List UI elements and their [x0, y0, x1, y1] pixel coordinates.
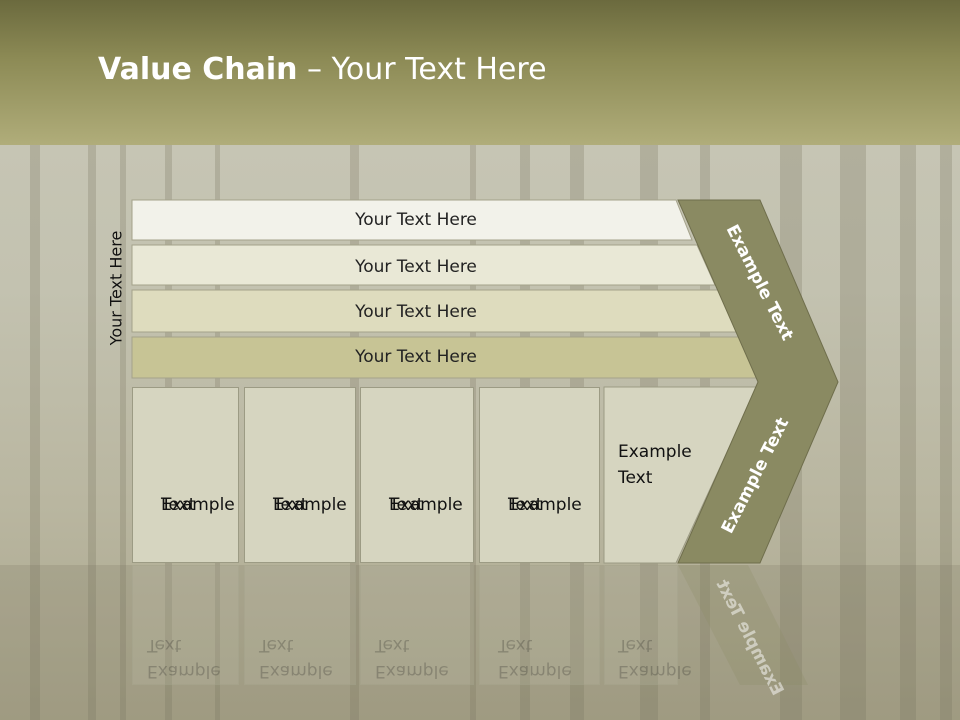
- bar-4-label: Your Text Here: [354, 347, 477, 367]
- bar-1-label: Your Text Here: [354, 210, 477, 230]
- chevron-reflection: [678, 565, 808, 685]
- column-5-box[interactable]: [603, 386, 758, 564]
- title-bold: Value Chain: [98, 52, 298, 87]
- bar-2-label: Your Text Here: [354, 257, 477, 277]
- chevron-arrow[interactable]: [677, 199, 839, 564]
- bar-1[interactable]: [131, 199, 693, 241]
- title-rest: – Your Text Here: [297, 52, 547, 87]
- bar-3-label: Your Text Here: [354, 302, 477, 322]
- slide-title: Value Chain – Your Text Here: [98, 52, 547, 87]
- title-bar: [0, 0, 960, 145]
